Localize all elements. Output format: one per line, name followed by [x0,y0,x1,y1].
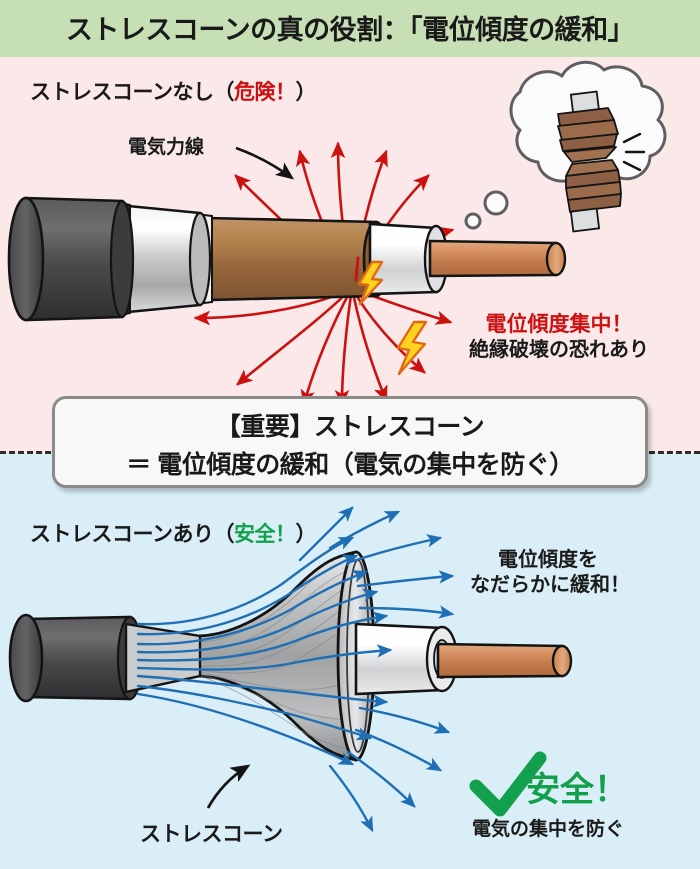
label-with-stress-cone-prefix: ストレスコーンあり（ [30,523,234,546]
panel-without-stress-cone [0,57,700,453]
label-electric-field-lines: 電気力線 [128,137,205,158]
relief-line-gradient: 電位傾度を [498,549,598,571]
callout-line-1: 【重要】ストレスコーン [215,413,485,441]
danger-badge: 危険！ [233,81,296,104]
label-stress-cone: ストレスコーン [140,823,283,846]
warning-text-block: 電位傾度集中！ 絶縁破壊の恐れあり [434,312,684,363]
page-title: ストレスコーンの真の役割：「電位傾度の緩和」 [65,15,635,45]
label-without-stress-cone: ストレスコーンなし（危険！） [30,76,316,106]
relief-text-block: 電位傾度を なだらかに緩和！ [470,548,696,598]
callout-line-2: ＝ 電位傾度の緩和（電気の集中を防ぐ） [126,451,574,479]
safe-word: 安全！ [526,771,628,809]
key-point-callout: 【重要】ストレスコーン ＝ 電位傾度の緩和（電気の集中を防ぐ） [52,396,648,488]
label-with-stress-cone-suffix: ） [295,523,316,546]
label-without-stress-cone-prefix: ストレスコーンなし（ [30,81,234,104]
label-with-stress-cone: ストレスコーンあり（安全！） [30,518,316,548]
warning-line-concentration: 電位傾度集中！ [485,313,633,336]
header-bar: ストレスコーンの真の役割：「電位傾度の緩和」 [0,0,700,57]
safe-badge: 安全！ [233,523,296,546]
safe-subtitle: 電気の集中を防ぐ [472,819,625,840]
warning-line-breakdown: 絶縁破壊の恐れあり [469,339,649,362]
relief-line-smooth: なだらかに緩和！ [470,574,630,597]
label-without-stress-cone-suffix: ） [295,81,316,104]
